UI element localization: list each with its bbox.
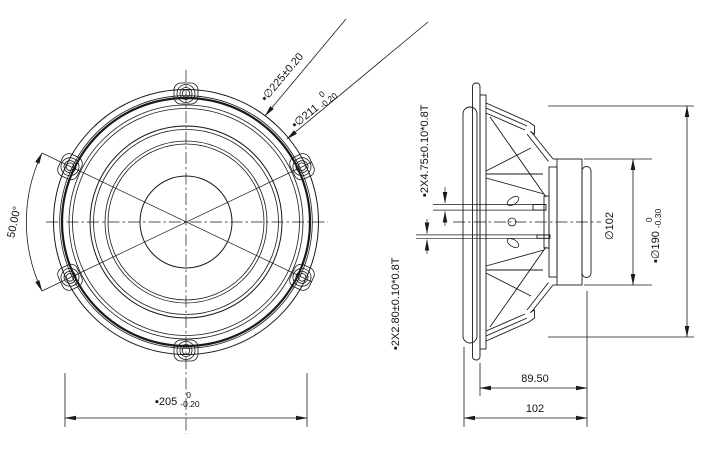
dim-text: 89.50	[521, 373, 549, 385]
gasket-profile	[462, 106, 478, 344]
tolerance-lower: -0.20	[180, 398, 200, 409]
front-centerlines	[46, 70, 328, 434]
terminal-upper-label: ▪2X4.75±0.10*0.8T	[419, 104, 431, 197]
tolerance-stack: 0 -0.20	[180, 391, 199, 408]
terminal-lower-label: ▪2X2.80±0.10*0.8T	[390, 257, 402, 350]
tolerance-stack: 0 -0.30	[644, 208, 663, 229]
magnet-diameter-label: ∅102	[604, 212, 616, 240]
angle-dimension-arc	[25, 152, 43, 292]
outer-diameter-leader	[264, 18, 347, 117]
dim-text: ▪∅190	[650, 231, 662, 263]
terminal-dimensions	[416, 187, 550, 254]
terminal-lower	[536, 234, 551, 239]
side-view	[416, 82, 694, 427]
dim-text: ∅102	[604, 212, 616, 240]
square-size-label: ▪205 0 -0.20	[155, 391, 200, 408]
hole-axes	[41, 152, 313, 292]
tolerance-upper: 0	[186, 390, 191, 400]
mounting-hole	[173, 82, 199, 105]
dim-text: ▪2X2.80±0.10*0.8T	[390, 257, 402, 350]
square-dimension	[64, 373, 308, 427]
tolerance-lower: -0.30	[652, 208, 663, 229]
flange-profile	[472, 82, 481, 361]
depth-total-label: 102	[508, 403, 562, 415]
front-view	[25, 18, 429, 434]
depth-dimensions	[463, 291, 588, 427]
dim-text: ▪205	[155, 396, 178, 408]
basket-upper	[485, 102, 557, 198]
gasket-diameter-leader	[286, 21, 429, 140]
dim-text: 102	[525, 403, 545, 415]
magnet-diameter-dimension	[584, 158, 652, 286]
dim-text: ▪2X4.75±0.10*0.8T	[419, 104, 431, 197]
basket-diameter-label: ▪∅190 0 -0.30	[644, 208, 663, 263]
depth-mounting-label: 89.50	[508, 373, 562, 385]
basket-diameter-dimension	[548, 105, 694, 338]
basket-lower	[485, 246, 557, 342]
